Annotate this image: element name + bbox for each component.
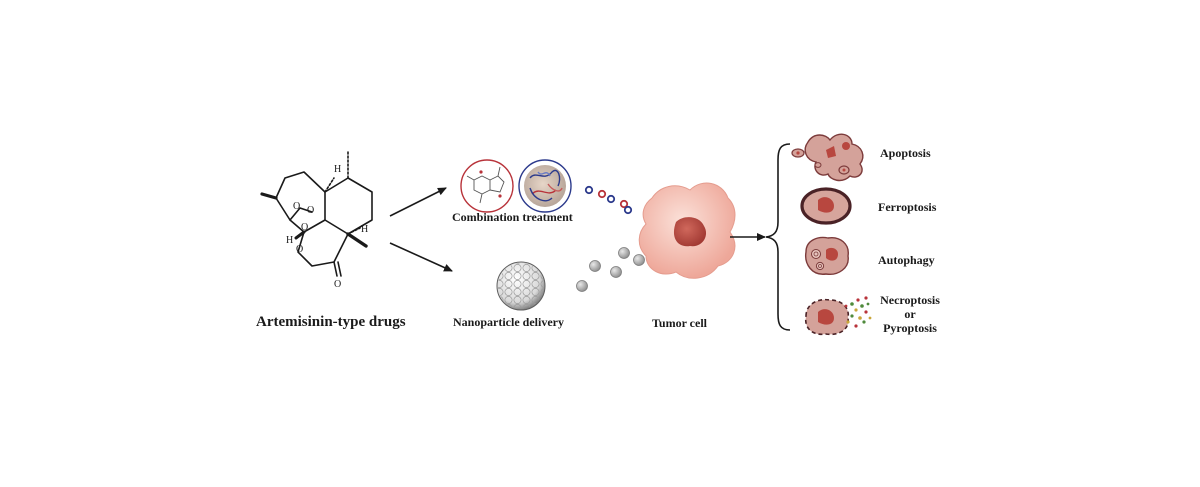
- outcome-brace: [765, 143, 791, 331]
- artemisinin-label: Artemisinin-type drugs: [256, 314, 406, 330]
- autophagy-cell: [805, 236, 849, 275]
- atom-o-ring-3: O: [301, 222, 308, 233]
- artemisinin-atom-labels: H H H O O O O O: [286, 164, 368, 290]
- atom-h-left: H: [286, 235, 293, 246]
- atom-o-ring-4: O: [296, 244, 303, 255]
- atom-o-carbonyl: O: [334, 279, 341, 290]
- atom-h-top: H: [334, 164, 341, 175]
- combination-small-molecule: [460, 159, 514, 213]
- ferroptosis-cell: [800, 187, 852, 225]
- atom-o-ring-2: O: [307, 205, 314, 216]
- necroptosis-label: Necroptosis: [880, 293, 940, 307]
- tumor-cell: [638, 182, 736, 279]
- pyroptosis-label: Pyroptosis: [883, 321, 937, 335]
- or-label: or: [904, 307, 916, 321]
- apoptosis-cell: [791, 133, 864, 182]
- ferroptosis-label: Ferroptosis: [878, 200, 937, 214]
- necroptosis-cell: [804, 298, 850, 336]
- combination-protein: [518, 159, 572, 213]
- atom-h-right: H: [361, 224, 368, 235]
- nanoparticle-stream: [576, 240, 659, 292]
- arrow-to-nanoparticle: [389, 242, 453, 272]
- autophagy-label: Autophagy: [878, 253, 935, 267]
- nanoparticle-sphere: [496, 261, 546, 311]
- nanoparticle-delivery-label: Nanoparticle delivery: [453, 315, 564, 329]
- apoptosis-label: Apoptosis: [880, 146, 931, 160]
- released-contents-particles: [844, 296, 872, 328]
- tumor-cell-label: Tumor cell: [652, 316, 708, 330]
- artemisinin-structure: [260, 151, 373, 277]
- combination-treatment-label: Combination treatment: [452, 210, 573, 224]
- atom-o-ring-1: O: [293, 201, 300, 212]
- arrow-to-combination: [389, 187, 447, 217]
